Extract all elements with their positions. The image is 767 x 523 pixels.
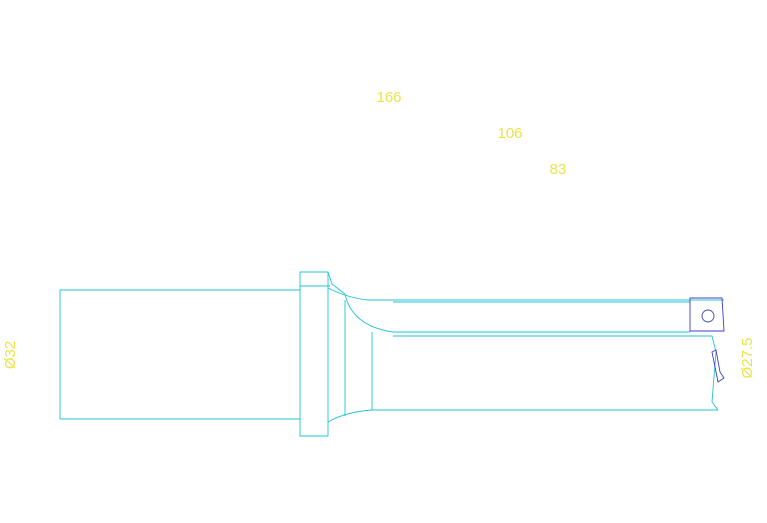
neck-upper-fillet <box>327 287 724 301</box>
dimension-flute-length: 83 <box>392 161 725 410</box>
shank-diameter-label: Ø32 <box>2 341 19 369</box>
arrow-right-106 <box>711 139 725 147</box>
arrow-right-83 <box>711 174 725 182</box>
cutting-insert <box>689 297 725 383</box>
arrow-top-27-5 <box>753 297 761 311</box>
drill-diameter-label: Ø27.5 <box>739 338 756 379</box>
dimension-drill-diameter: Ø27.5 <box>724 297 766 436</box>
arrow-top-32 <box>16 289 24 303</box>
arrow-bottom-27-5 <box>753 396 761 410</box>
insert-lower-edge <box>711 349 725 383</box>
dimension-body-length: 106 <box>299 125 725 272</box>
flute-length-label: 83 <box>550 161 567 178</box>
arrow-left-166 <box>59 102 73 110</box>
arrow-bottom-32 <box>16 406 24 420</box>
insert-screw-icon <box>701 309 715 323</box>
neck-inner-fillet <box>344 293 690 333</box>
drawing-area <box>0 88 767 435</box>
drill-body-outline <box>59 271 724 437</box>
neck-lower-fillet <box>327 409 718 423</box>
shank-outline <box>59 289 300 420</box>
arrow-right-166 <box>711 102 725 110</box>
arrow-left-83 <box>392 174 406 182</box>
body-length-label: 106 <box>497 125 522 142</box>
insert-outline <box>689 297 725 332</box>
overall-length-label: 166 <box>376 89 401 106</box>
arrow-left-106 <box>299 139 313 147</box>
dimension-shank-diameter: Ø32 <box>2 289 60 420</box>
dimension-overall-length: 166 <box>59 89 725 272</box>
